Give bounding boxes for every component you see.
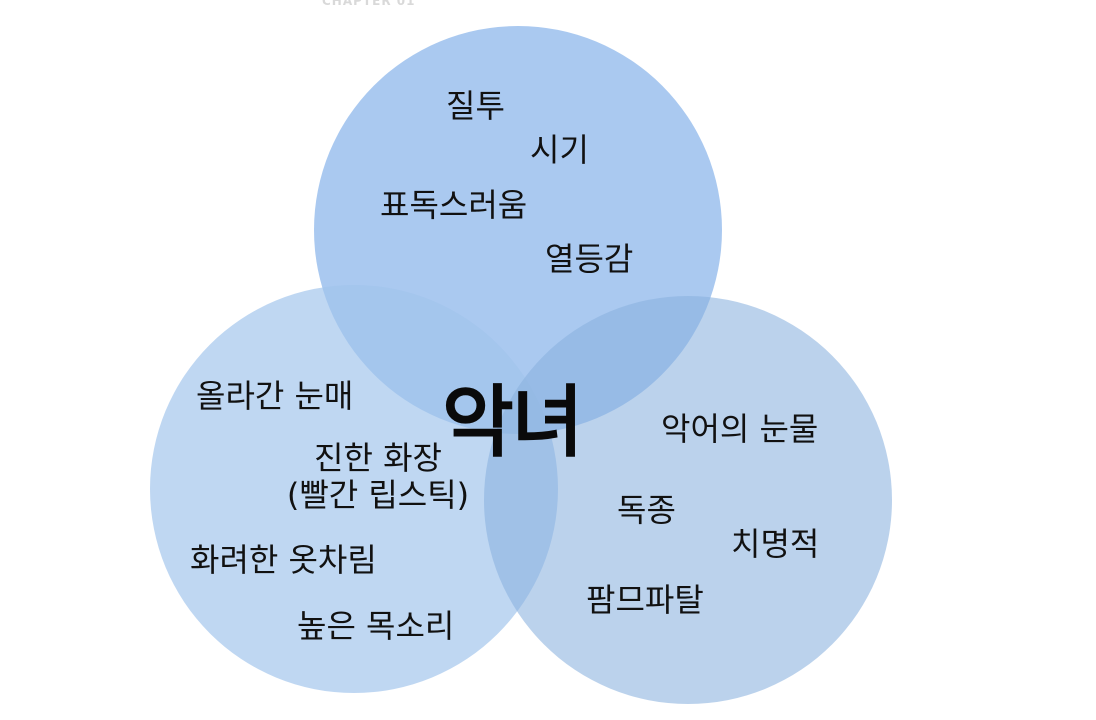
- right-item-crocodile-tears: 악어의 눈물: [661, 410, 819, 448]
- center-label: 악녀: [442, 378, 584, 468]
- venn-circle-right: [484, 296, 892, 704]
- top-item-envy: 시기: [530, 131, 589, 169]
- left-item-makeup-group: 진한 화장 (빨간 립스틱): [278, 440, 478, 514]
- left-item-heavy-makeup: 진한 화장: [314, 439, 442, 477]
- left-item-flashy-outfit: 화려한 옷차림: [190, 541, 377, 579]
- right-item-femme-fatale: 팜므파탈: [586, 581, 704, 619]
- left-item-high-voice: 높은 목소리: [297, 607, 455, 645]
- right-item-tough-one: 독종: [617, 491, 676, 529]
- faded-chapter-header: CHAPTER 01: [322, 0, 416, 8]
- top-item-inferiority: 열등감: [545, 240, 634, 278]
- top-item-jealousy: 질투: [446, 87, 505, 125]
- left-item-upturned-eyes: 올라간 눈매: [196, 377, 354, 415]
- top-item-viciousness: 표독스러움: [380, 186, 528, 224]
- left-item-red-lipstick: (빨간 립스틱): [286, 475, 470, 514]
- right-item-fatal: 치명적: [731, 525, 820, 563]
